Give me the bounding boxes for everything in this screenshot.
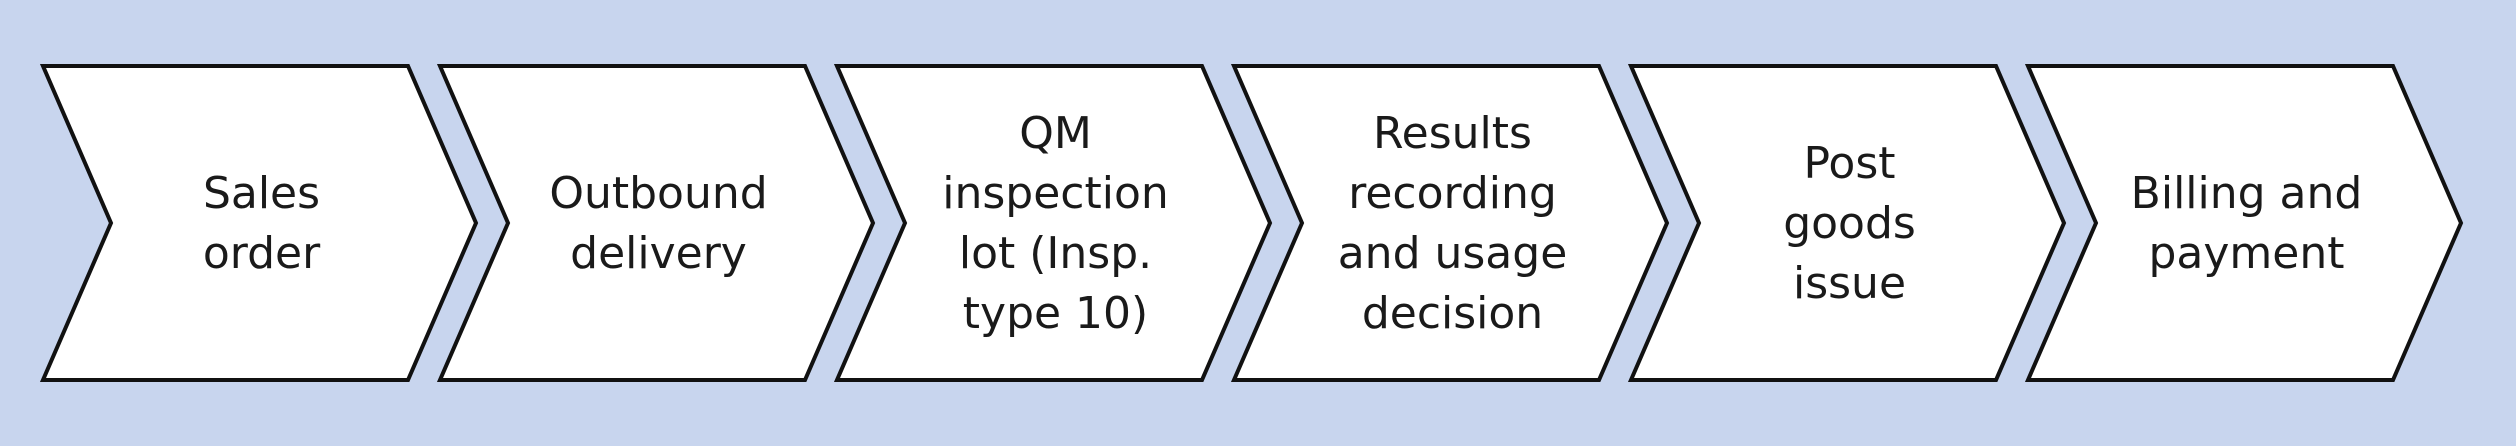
- process-step-3: QM inspection lot (Insp. type 10): [833, 64, 1273, 382]
- step-label-line: and usage: [1338, 228, 1568, 279]
- process-step-6: Billing and payment: [2024, 64, 2464, 382]
- chevron-arrow-shape: [2024, 64, 2464, 382]
- step-label-line: delivery: [570, 228, 747, 279]
- chevron-arrow-shape: [1627, 64, 2067, 382]
- chevron-arrow-shape: [39, 64, 479, 382]
- step-label-line: Results: [1373, 108, 1532, 159]
- step-label-line: decision: [1362, 288, 1543, 339]
- chevron-arrow-shape: [436, 64, 876, 382]
- step-label-line: Outbound: [549, 168, 767, 219]
- step-label-line: goods: [1783, 198, 1916, 249]
- step-label-line: lot (Insp.: [959, 228, 1152, 279]
- step-label-line: type 10): [963, 288, 1148, 339]
- step-label-line: recording: [1348, 168, 1557, 219]
- process-step-4: Results recording and usage decision: [1230, 64, 1670, 382]
- step-label-line: QM: [1019, 108, 1092, 159]
- step-label-line: payment: [2148, 228, 2344, 279]
- step-label-line: order: [203, 228, 321, 279]
- step-label-line: inspection: [942, 168, 1169, 219]
- step-label-line: Billing and: [2131, 168, 2363, 219]
- step-label-line: Sales: [203, 168, 320, 219]
- process-step-1: Sales order: [39, 64, 479, 382]
- step-label-line: issue: [1793, 258, 1906, 309]
- process-step-5: Post goods issue: [1627, 64, 2067, 382]
- process-step-2: Outbound delivery: [436, 64, 876, 382]
- chevron-arrow-shape: [833, 64, 1273, 382]
- step-label-line: Post: [1803, 138, 1895, 189]
- chevron-arrow-shape: [1230, 64, 1670, 382]
